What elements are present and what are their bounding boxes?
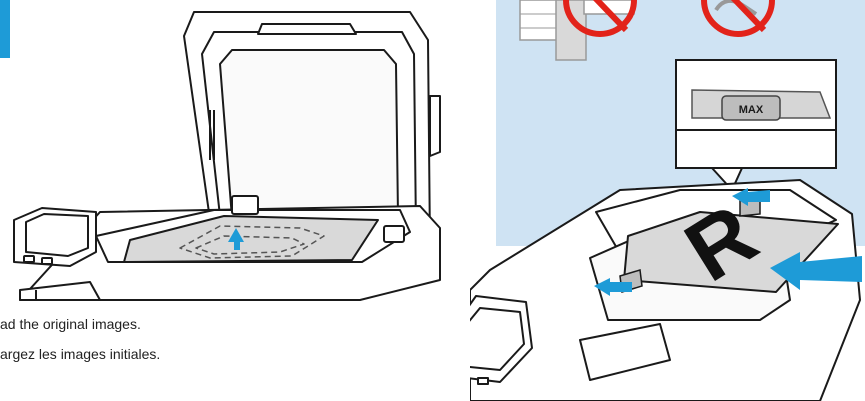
feeder-drawing: MAX R: [470, 0, 865, 401]
step-marker: [0, 0, 10, 58]
caption-english: ad the original images.: [0, 316, 141, 332]
document-feeder-illustration: MAX R: [470, 0, 865, 401]
platen-glass-illustration: ad the original images. argez les images…: [0, 0, 470, 401]
caption-french: argez les images initiales.: [0, 346, 160, 362]
platen-drawing: [0, 0, 470, 401]
scanner-body: [14, 196, 440, 300]
feeder-max-label: MAX: [739, 104, 764, 116]
